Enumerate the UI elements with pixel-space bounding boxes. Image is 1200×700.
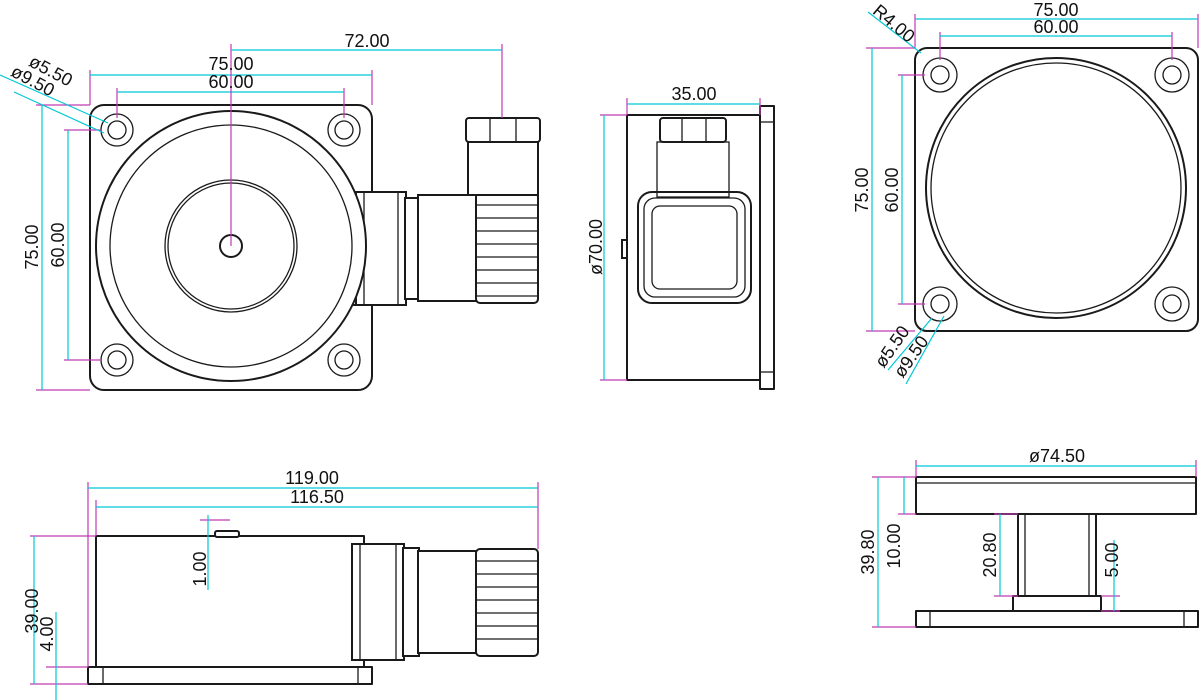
bottom-body [95, 535, 365, 668]
bottom-connector-sleeve [475, 548, 539, 657]
front-dimension-labels: 75.00 60.00 72.00 75.00 60.00 ø5.50 ø9.5… [8, 31, 390, 270]
back-corner-radius-label: R4.00 [869, 0, 919, 46]
bottom-body-length-label: 116.50 [290, 487, 344, 507]
back-mounting-plate [914, 47, 1199, 332]
foot-disc-diameter-label: ø74.50 [1029, 446, 1085, 466]
side-flange [759, 105, 775, 390]
foot-collar-height-label: 5.00 [1102, 542, 1122, 577]
foot-overall-height-label: 39.80 [858, 529, 878, 574]
side-dimension-lines [600, 98, 761, 381]
side-connector-window [637, 191, 752, 304]
back-overall-height-label: 75.00 [852, 167, 872, 212]
back-overall-width-label: 75.00 [1033, 0, 1078, 20]
foot-dimension-lines [872, 460, 1197, 628]
foot-dimension-labels: ø74.50 39.80 10.00 20.80 5.00 [858, 446, 1122, 578]
back-disc [925, 57, 1187, 319]
back-view: R4.00 75.00 60.00 75.00 60.00 ø5.50 ø9.5… [852, 0, 1199, 385]
foot-stem-height-label: 20.80 [980, 532, 1000, 577]
side-width-label: 35.00 [671, 84, 716, 104]
front-overall-width-label: 75.00 [208, 54, 253, 74]
side-connector-nut [659, 117, 727, 143]
front-view: 75.00 60.00 72.00 75.00 60.00 ø5.50 ø9.5… [0, 31, 541, 391]
bottom-overall-height-label: 39.00 [22, 588, 42, 633]
bottom-overall-length-label: 119.00 [285, 468, 339, 488]
front-connector-nut [465, 117, 541, 143]
front-connector-offset-label: 72.00 [344, 31, 389, 51]
front-dimension-lines [0, 44, 503, 391]
back-dimension-lines [866, 11, 1199, 385]
foot-stem [1017, 513, 1097, 597]
foot-disc-thickness-label: 10.00 [884, 523, 904, 568]
front-connector-sleeve [475, 192, 539, 304]
front-hole-spacing-y-label: 60.00 [48, 222, 68, 267]
back-hole-spacing-y-label: 60.00 [882, 167, 902, 212]
back-dimension-labels: R4.00 75.00 60.00 75.00 60.00 ø5.50 ø9.5… [852, 0, 1079, 381]
foot-view: ø74.50 39.80 10.00 20.80 5.00 [858, 446, 1199, 628]
back-mounting-holes [922, 57, 1190, 322]
bottom-base-thickness-label: 4.00 [37, 616, 57, 651]
bottom-dimension-labels: 119.00 116.50 1.00 39.00 4.00 [22, 468, 344, 652]
side-body [626, 114, 761, 381]
front-overall-height-label: 75.00 [22, 224, 42, 269]
foot-base [915, 610, 1199, 628]
back-hole-spacing-x-label: 60.00 [1033, 17, 1078, 37]
side-diameter-label: ø70.00 [586, 219, 606, 275]
bottom-base-plate [87, 666, 373, 685]
side-view: 35.00 ø70.00 [586, 84, 775, 390]
bottom-connector [351, 543, 405, 661]
bottom-dimension-lines [30, 482, 539, 700]
bottom-view: 119.00 116.50 1.00 39.00 4.00 [22, 468, 539, 700]
bottom-pin-height-label: 1.00 [190, 551, 210, 586]
front-hole-spacing-x-label: 60.00 [208, 72, 253, 92]
foot-collar [1012, 595, 1102, 612]
